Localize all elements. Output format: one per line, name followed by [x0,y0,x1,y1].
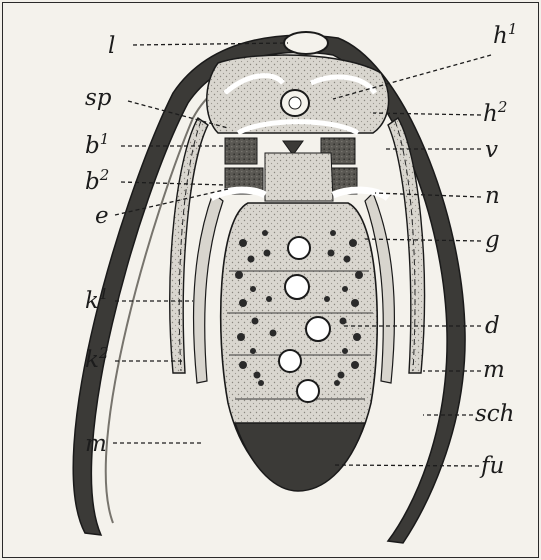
label-g: g [485,227,500,253]
label-l: l [108,33,115,59]
label-sch: sch [475,401,515,427]
label-fu: fu [479,453,504,479]
label-b2: b2 [85,166,109,195]
label-b1: b1 [85,130,109,159]
label-m-right: m [483,357,505,383]
block-b1-left [225,138,257,164]
top-node [284,32,328,54]
label-e: e [95,203,109,229]
label-n: n [485,183,500,209]
label-h1: h1 [493,20,517,49]
label-m-left: m [85,431,107,457]
label-k2: k2 [85,344,108,373]
label-h2: h2 [483,98,507,127]
label-v: v [485,137,498,163]
anatomical-diagram: l h1 sp h2 b1 v b2 n e g k1 d k2 m sch m… [3,3,538,557]
foot-fu [235,423,365,491]
label-d: d [485,313,500,339]
label-sp: sp [85,85,112,111]
